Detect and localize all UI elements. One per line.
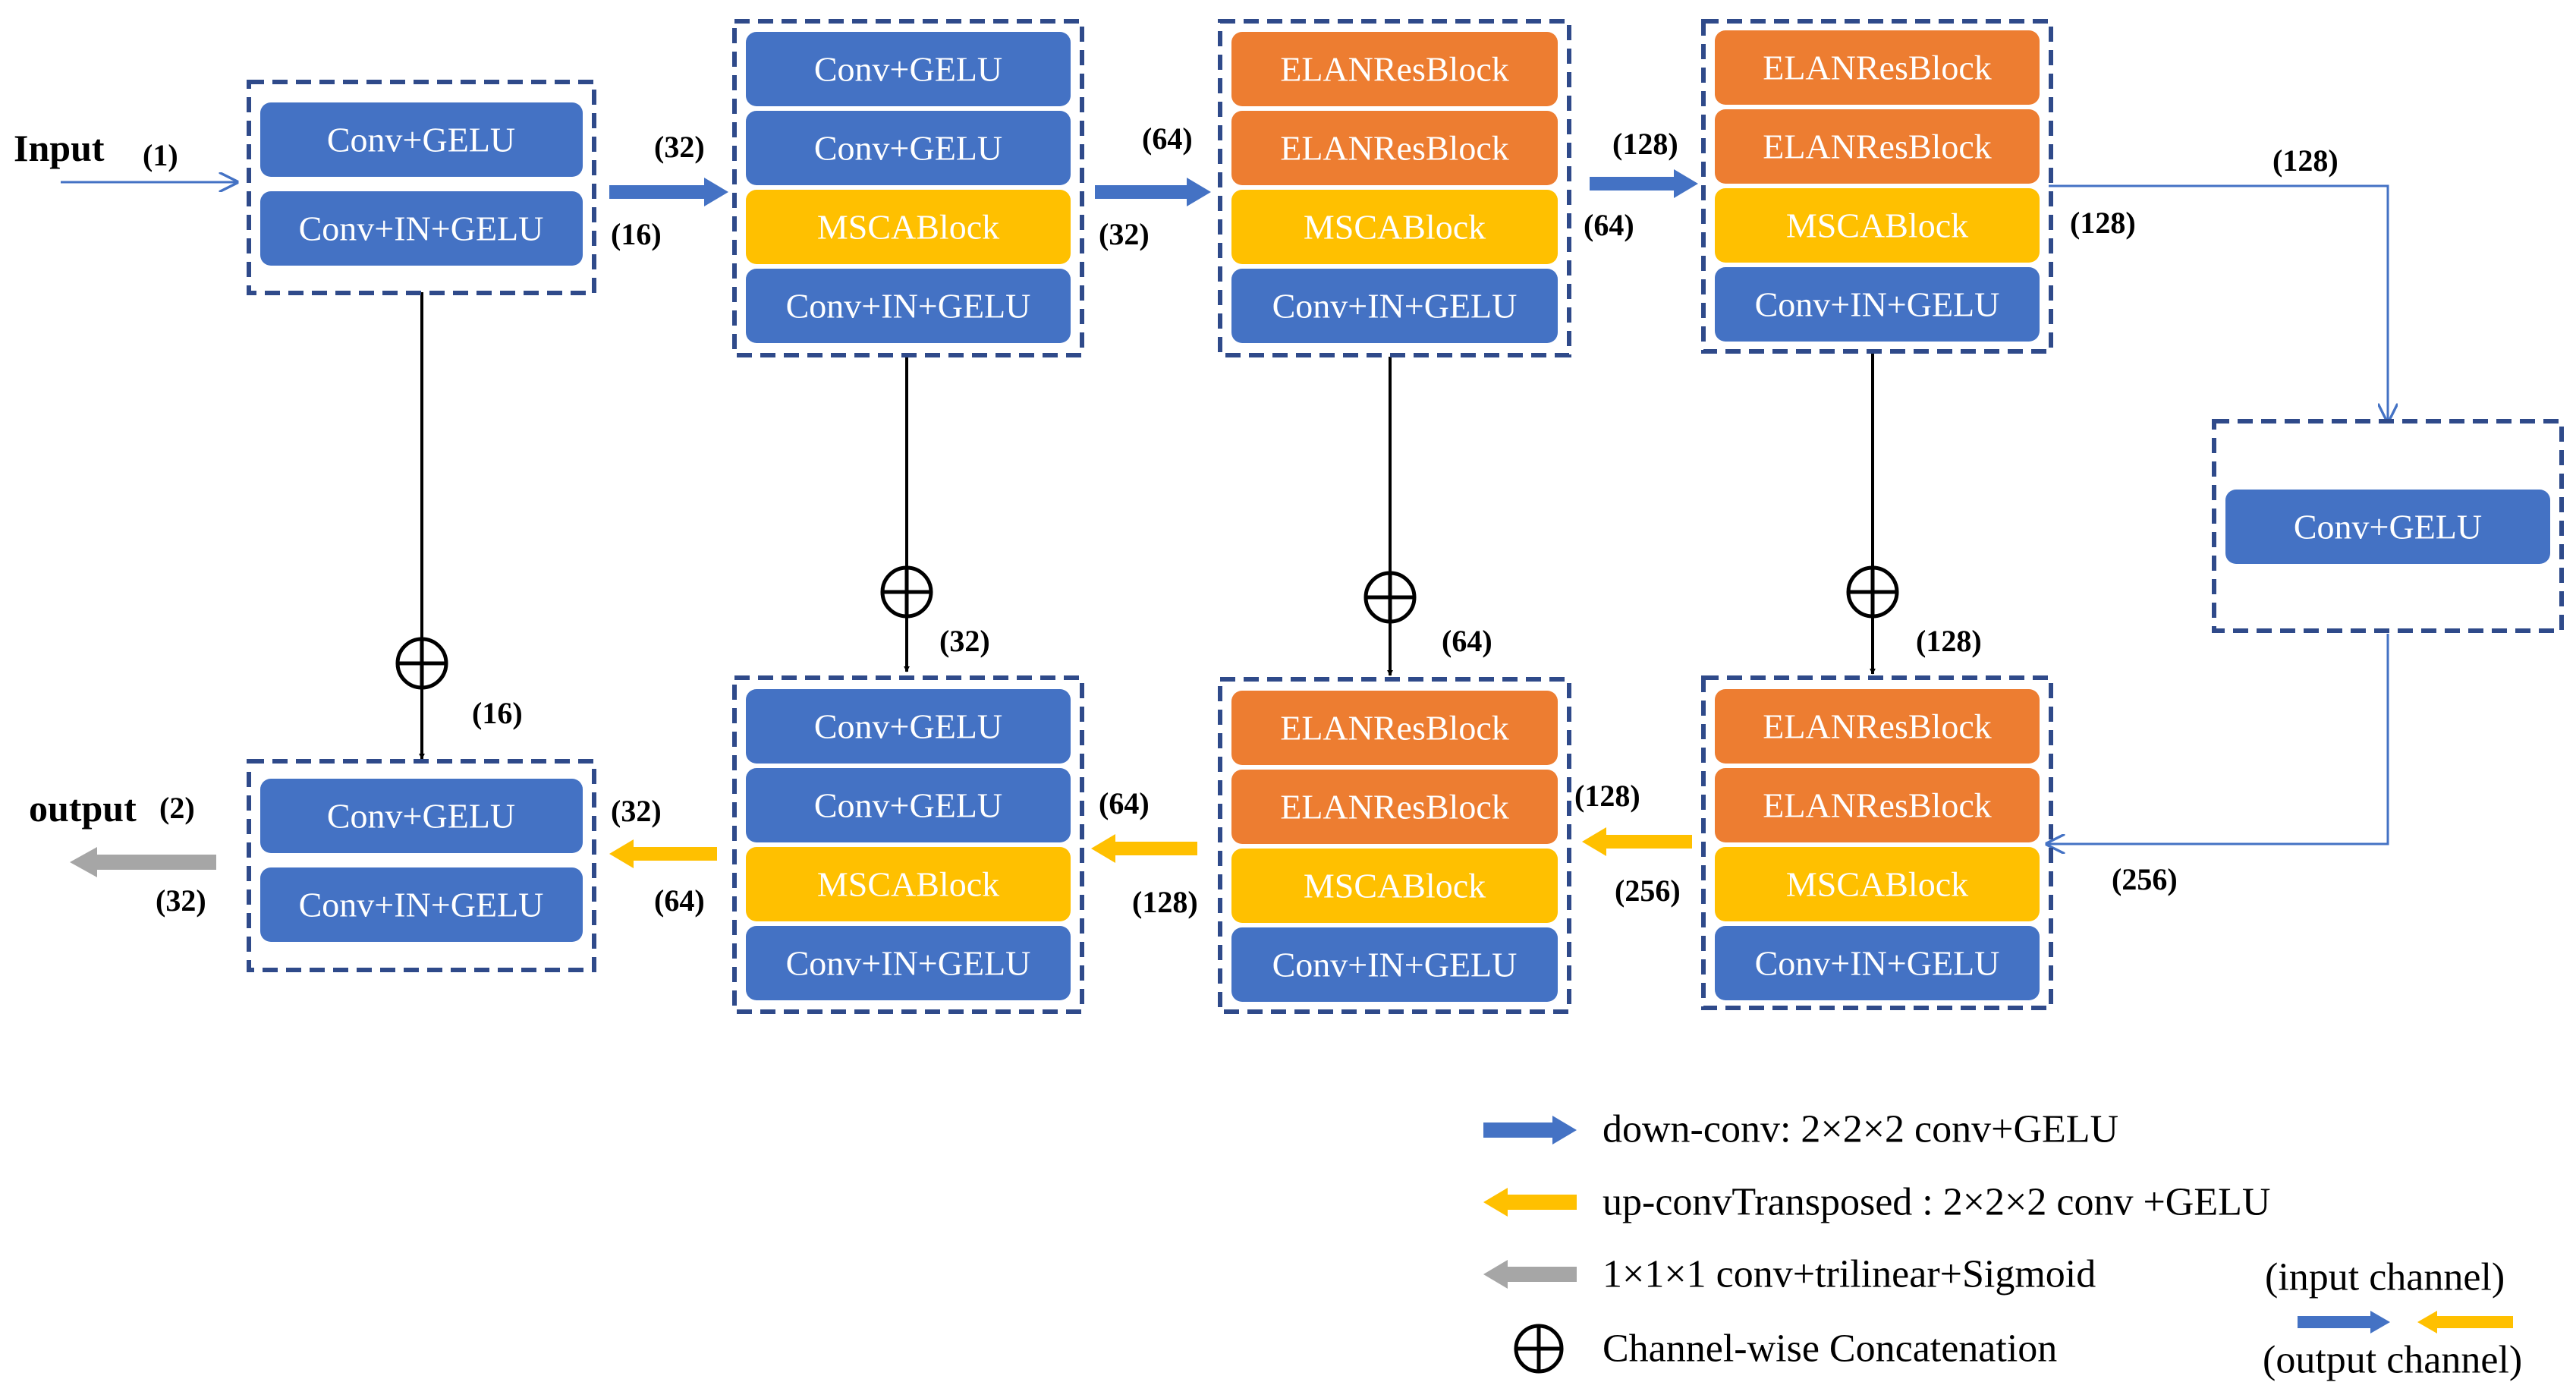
legend: down-conv: 2×2×2 conv+GELU up-convTransp…	[1483, 1108, 2522, 1382]
ch-bottleneck-out: (256)	[2112, 862, 2178, 896]
block-label: Conv+GELU	[814, 50, 1002, 89]
decoder-stage-4: ELANResBlock ELANResBlock MSCABlock Conv…	[1701, 675, 2053, 1010]
ch-enc4-out: (128)	[2070, 206, 2136, 240]
block-label: Conv+IN+GELU	[299, 209, 544, 248]
ch-dec3-in: (128)	[1132, 885, 1198, 919]
legend-output-channel: (output channel)	[2263, 1339, 2522, 1382]
ch-enc3-down: (128)	[1612, 127, 1678, 161]
encoder-stage-1: Conv+GELU Conv+IN+GELU	[247, 80, 596, 295]
enc1-conv-gelu	[260, 102, 583, 177]
block-label: ELANResBlock	[1280, 129, 1509, 168]
ch-enc1-out: (16)	[611, 217, 662, 251]
legend-down-arrow	[1483, 1116, 1577, 1145]
block-label: Conv+GELU	[814, 129, 1002, 168]
block-label: Conv+GELU	[327, 121, 515, 159]
ch-skip4: (128)	[1916, 624, 1982, 658]
legend-up-label: up-convTransposed : 2×2×2 conv +GELU	[1603, 1181, 2270, 1224]
ch-dec4-up: (128)	[1574, 779, 1640, 813]
enc1-conv-in-gelu	[260, 191, 583, 266]
block-label: Conv+IN+GELU	[299, 886, 544, 924]
block-label: MSCABlock	[1304, 208, 1486, 247]
block-label: ELANResBlock	[1763, 128, 1992, 166]
ch-dec3-up: (64)	[1099, 786, 1150, 820]
bottleneck-path-in	[2049, 184, 2388, 421]
block-label: MSCABlock	[1786, 865, 1968, 904]
legend-concat-label: Channel-wise Concatenation	[1603, 1327, 2057, 1371]
ch-enc2-down: (64)	[1142, 121, 1193, 156]
legend-mini-gold-arrow	[2417, 1311, 2513, 1333]
ch-skip3: (64)	[1442, 624, 1492, 658]
block-label: MSCABlock	[1786, 206, 1968, 245]
block-label: MSCABlock	[1304, 867, 1486, 905]
concat-symbol-2	[880, 565, 933, 619]
block-label: Conv+IN+GELU	[786, 287, 1031, 326]
ch-skip1: (16)	[472, 696, 523, 730]
ch-bottleneck-in: (128)	[2272, 143, 2339, 178]
ch-skip2: (32)	[939, 624, 990, 658]
legend-up-arrow	[1483, 1188, 1577, 1217]
block-label: ELANResBlock	[1280, 709, 1509, 748]
ch-enc1-down: (32)	[654, 130, 705, 164]
bottleneck-stage: Conv+GELU	[2212, 419, 2564, 633]
up-arrow-1	[609, 839, 717, 868]
block-label: ELANResBlock	[1280, 788, 1509, 827]
encoder-stage-4: ELANResBlock ELANResBlock MSCABlock Conv…	[1701, 19, 2053, 354]
legend-down-label: down-conv: 2×2×2 conv+GELU	[1603, 1108, 2118, 1151]
ch-dec2-up: (32)	[611, 794, 662, 828]
encoder-stage-3: ELANResBlock ELANResBlock MSCABlock Conv…	[1218, 19, 1571, 357]
input-label: Input	[14, 127, 105, 169]
block-label: MSCABlock	[817, 208, 999, 247]
output-channel-label: (2)	[159, 791, 195, 825]
block-label: ELANResBlock	[1280, 50, 1509, 89]
block-label: Conv+IN+GELU	[1272, 287, 1518, 326]
legend-out-arrow	[1483, 1260, 1577, 1289]
block-label: Conv+GELU	[327, 797, 515, 836]
down-arrow-3	[1590, 169, 1698, 198]
block-label: Conv+IN+GELU	[1755, 285, 2000, 324]
block-label: Conv+IN+GELU	[1272, 946, 1518, 984]
block-label: MSCABlock	[817, 865, 999, 904]
down-arrow-1	[609, 178, 728, 206]
decoder-stage-3: ELANResBlock ELANResBlock MSCABlock Conv…	[1218, 677, 1571, 1014]
ch-enc2-out: (32)	[1099, 217, 1150, 251]
concat-symbol-4	[1846, 565, 1899, 619]
ch-dec2-in: (64)	[654, 883, 705, 918]
legend-out-label: 1×1×1 conv+trilinear+Sigmoid	[1603, 1253, 2096, 1296]
down-arrow-2	[1095, 178, 1211, 206]
up-arrow-2	[1091, 834, 1197, 863]
bottleneck-path-out	[2047, 634, 2389, 844]
block-label: Conv+IN+GELU	[1755, 944, 2000, 983]
decoder-stage-1: Conv+GELU Conv+IN+GELU	[247, 759, 596, 972]
block-label: Conv+GELU	[814, 707, 1002, 746]
ch-enc3-out: (64)	[1584, 208, 1634, 242]
block-label: Conv+GELU	[814, 786, 1002, 825]
ch-dec4-in: (256)	[1615, 874, 1681, 908]
concat-symbol-1	[395, 637, 448, 690]
block-label: Conv+IN+GELU	[786, 944, 1031, 983]
decoder-stage-2: Conv+GELU Conv+GELU MSCABlock Conv+IN+GE…	[732, 675, 1084, 1014]
legend-mini-blue-arrow	[2298, 1311, 2390, 1333]
legend-input-channel: (input channel)	[2265, 1256, 2505, 1299]
block-label: ELANResBlock	[1763, 707, 1992, 746]
block-label: ELANResBlock	[1763, 786, 1992, 825]
input-channel-label: (1)	[143, 138, 178, 172]
up-arrow-3	[1582, 827, 1692, 856]
encoder-stage-2: Conv+GELU Conv+GELU MSCABlock Conv+IN+GE…	[732, 19, 1084, 357]
concat-symbol-3	[1363, 571, 1417, 624]
output-label: output	[29, 787, 137, 830]
ch-dec1-out: (32)	[156, 883, 206, 918]
legend-concat-icon	[1514, 1324, 1564, 1374]
output-arrow	[70, 847, 216, 877]
block-label: ELANResBlock	[1763, 49, 1992, 87]
block-label: Conv+GELU	[2294, 508, 2482, 546]
